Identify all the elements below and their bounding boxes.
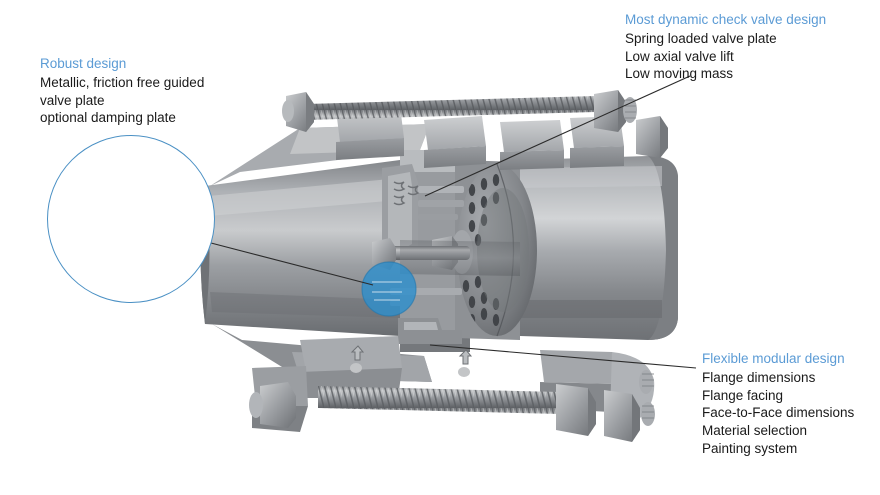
- callout-heading-most-dynamic: Most dynamic check valve design: [625, 12, 827, 27]
- leader-line-most-dynamic: [424, 75, 691, 197]
- callout-heading-flexible-modular: Flexible modular design: [702, 351, 845, 366]
- detail-circle-outline: [47, 135, 215, 303]
- callout-line: Spring loaded valve plate: [625, 30, 777, 46]
- callout-line: Material selection: [702, 423, 808, 439]
- callout-line: valve plate: [40, 92, 105, 108]
- callout-line: Flange facing: [702, 387, 784, 403]
- leader-line-flexible-modular: [429, 344, 697, 369]
- upper-tie-rod-stud: [282, 90, 668, 158]
- outlet-pipe-body: [520, 156, 678, 340]
- callout-line: Flange dimensions: [702, 369, 816, 385]
- callout-flexible-modular-design: Flexible modular design Flange dimension…: [702, 350, 854, 458]
- leader-lines: [210, 75, 697, 369]
- callout-most-dynamic-check-valve-design: Most dynamic check valve design Spring l…: [625, 11, 826, 83]
- callout-line: Low moving mass: [625, 66, 734, 82]
- spring-loaded-internals: [372, 164, 470, 344]
- inlet-pipe-body: [200, 124, 432, 382]
- leader-line-robust-design: [210, 242, 374, 286]
- callout-heading-robust-design: Robust design: [40, 56, 127, 71]
- callout-line: Metallic, friction free guided: [40, 74, 205, 90]
- pipe-bore-shadow: [400, 240, 520, 276]
- callout-line: Low axial valve lift: [625, 48, 734, 64]
- callout-line: Painting system: [702, 441, 798, 457]
- upper-flange-lugs: [336, 106, 624, 170]
- callout-robust-design: Robust design Metallic, friction free gu…: [40, 55, 204, 127]
- callout-line: optional damping plate: [40, 110, 176, 126]
- valve-center-housing: [400, 150, 520, 352]
- valve-internals-highlight: [361, 261, 417, 317]
- perforated-seat-plate: [432, 163, 537, 337]
- lower-tie-rod-stud: [249, 345, 655, 442]
- lower-flange-lugs: [252, 336, 655, 432]
- callout-line: Face-to-Face dimensions: [702, 405, 855, 421]
